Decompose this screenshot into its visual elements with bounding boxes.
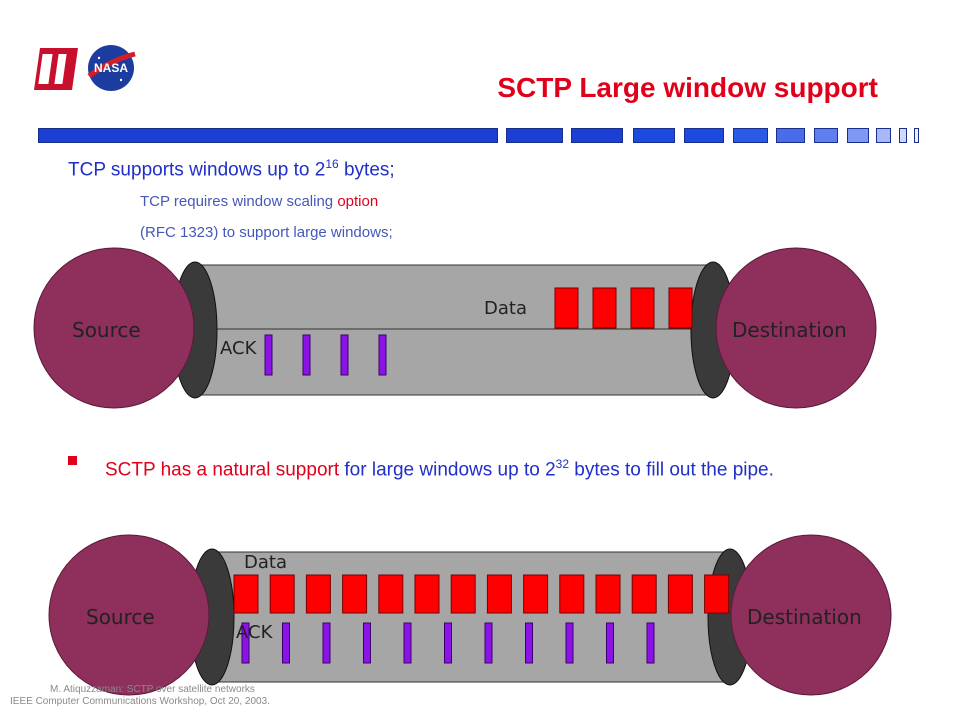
data-packet — [595, 574, 621, 614]
source-label: Source — [72, 318, 141, 342]
data-packet — [269, 574, 295, 614]
data-packet — [523, 574, 549, 614]
tcp-scaling-note: TCP requires window scaling option — [140, 193, 379, 210]
ack-packet — [484, 622, 493, 664]
data-packet — [378, 574, 404, 614]
data-packet — [559, 574, 585, 614]
ack-packet — [241, 622, 250, 664]
data-packet — [592, 287, 617, 329]
data-packet — [667, 574, 693, 614]
ack-packet — [646, 622, 655, 664]
data-packet — [305, 574, 331, 614]
ack-packet — [340, 334, 349, 376]
pipe-body — [211, 551, 731, 683]
ack-packet — [264, 334, 273, 376]
pipe-body — [194, 264, 714, 396]
sctp-statement: SCTP has a natural support for large win… — [105, 457, 774, 481]
footer-venue: IEEE Computer Communications Workshop, O… — [10, 696, 270, 707]
nasa-logo-text: NASA — [94, 61, 128, 75]
slide-title: SCTP Large window support — [497, 72, 878, 103]
ack-packet — [282, 622, 290, 664]
source-node — [48, 534, 210, 696]
source-node — [33, 247, 195, 409]
data-packet — [233, 574, 259, 614]
ack-packet — [606, 622, 614, 664]
data-packet — [631, 574, 657, 614]
footer-author: M. Atiquzzaman: SCTP over satellite netw… — [50, 684, 255, 695]
nasa-logo: NASA — [85, 42, 137, 94]
ack-packet — [565, 622, 574, 664]
ack-packet — [403, 622, 412, 664]
destination-label: Destination — [732, 318, 847, 342]
tcp-pipe-diagram: Source Destination Data ACK — [0, 245, 960, 415]
data-packet — [554, 287, 579, 329]
ack-packet — [444, 622, 452, 664]
ou-logo — [30, 44, 82, 94]
data-packet — [342, 574, 368, 614]
destination-label: Destination — [747, 605, 862, 629]
data-label: Data — [244, 552, 287, 573]
ack-packet — [525, 622, 533, 664]
ack-label: ACK — [236, 622, 273, 643]
data-packet — [630, 287, 655, 329]
ack-packet — [378, 334, 387, 376]
data-packet — [414, 574, 440, 614]
data-packet — [486, 574, 512, 614]
ack-label: ACK — [220, 338, 257, 359]
ack-packet — [363, 622, 371, 664]
ack-packet — [302, 334, 311, 376]
bullet-marker — [68, 456, 77, 465]
tcp-rfc-note: (RFC 1323) to support large windows; — [140, 224, 393, 241]
ack-packet — [322, 622, 331, 664]
data-label: Data — [484, 298, 527, 319]
destination-node — [715, 247, 877, 409]
data-packet — [704, 574, 730, 614]
footer: M. Atiquzzaman: SCTP over satellite netw… — [10, 684, 270, 708]
tcp-window-statement: TCP supports windows up to 216 bytes; — [68, 157, 395, 181]
destination-node — [730, 534, 892, 696]
source-label: Source — [86, 605, 155, 629]
data-packet — [668, 287, 693, 329]
title-divider — [38, 128, 928, 145]
sctp-pipe-diagram: Source Destination Data ACK — [0, 532, 960, 702]
data-packet — [450, 574, 476, 614]
